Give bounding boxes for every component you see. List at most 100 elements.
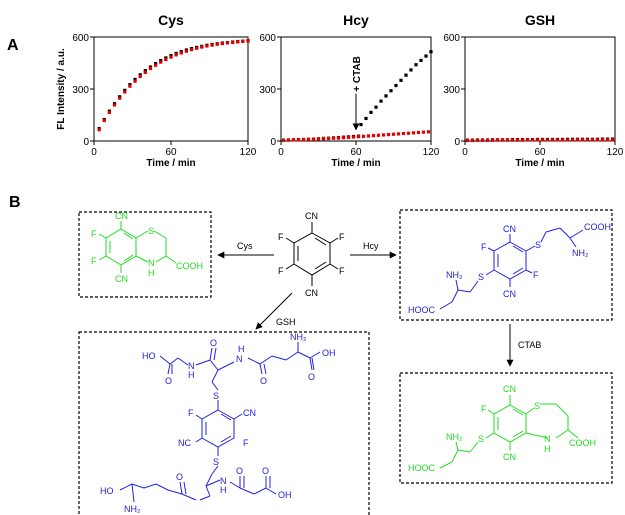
hcy-adduct-cooh: COOH: [584, 222, 611, 232]
x-tick-label: 120: [240, 147, 257, 158]
data-point: [470, 138, 475, 143]
center-cn-bottom: CN: [305, 288, 318, 298]
data-point: [296, 138, 301, 142]
hcy-product-f: F: [481, 404, 487, 414]
data-point: [414, 63, 418, 67]
ctab-arrow-label: CTAB: [518, 340, 541, 350]
data-point: [426, 130, 431, 134]
data-point: [525, 138, 530, 142]
cys-product-s: S: [148, 226, 154, 236]
data-point: [510, 138, 515, 142]
data-point: [580, 138, 585, 142]
hcy-product-s-2: S: [478, 434, 484, 444]
gsh-adduct-h-3: H: [220, 485, 227, 495]
center-f-4: F: [278, 266, 284, 276]
series-2: [465, 138, 615, 143]
gsh-adduct-f-1: F: [188, 408, 194, 418]
gsh-adduct-nh2-2: NH₂: [124, 504, 141, 514]
data-point: [200, 45, 204, 49]
data-point: [399, 78, 403, 82]
center-f-3: F: [278, 232, 284, 242]
gsh-adduct-o-3: O: [260, 376, 267, 386]
hcy-product-n: N: [544, 434, 551, 444]
data-point: [369, 110, 373, 114]
data-point: [379, 99, 383, 103]
data-point: [189, 48, 194, 52]
data-point: [361, 134, 366, 138]
data-point: [138, 74, 142, 79]
gsh-adduct-o-4: O: [308, 372, 315, 382]
x-tick-label: 0: [91, 147, 97, 158]
data-point: [215, 42, 219, 46]
data-point: [346, 135, 351, 139]
gsh-adduct-nh2-1: NH₂: [290, 332, 307, 342]
data-point: [409, 68, 413, 72]
data-point: [133, 77, 137, 82]
data-point: [286, 138, 291, 142]
data-point: [311, 137, 316, 141]
y-tick-label: 0: [270, 137, 276, 148]
data-point: [231, 40, 235, 44]
cys-product-f-1: F: [91, 229, 97, 239]
y-tick-label: 600: [72, 33, 89, 44]
x-tick-label: 60: [534, 147, 546, 158]
data-point: [421, 130, 426, 134]
gsh-adduct-o-2: O: [210, 338, 217, 348]
y-tick-label: 600: [443, 33, 460, 44]
data-point: [371, 134, 376, 138]
hcy-adduct-nh2-1: NH₂: [572, 248, 589, 258]
hcy-adduct-cn-top: CN: [503, 224, 516, 234]
data-point: [205, 44, 209, 48]
hcy-product-hooc: HOOC: [408, 463, 436, 473]
data-point: [585, 138, 590, 142]
gsh-adduct-s-1: S: [213, 391, 219, 401]
gsh-adduct-n-2: N: [236, 354, 243, 364]
cys-product-cn-top: CN: [115, 211, 128, 221]
gsh-adduct-f-2: F: [243, 438, 249, 448]
x-axis-label: Time / min: [515, 158, 564, 169]
data-point: [112, 103, 117, 107]
hcy-adduct-box: [399, 209, 613, 321]
data-point: [184, 49, 188, 53]
gsh-adduct-oh-1: OH: [322, 348, 336, 358]
data-point: [374, 105, 378, 109]
data-point: [336, 136, 341, 140]
y-axis-label: FL Intensity / a.u.: [56, 48, 67, 130]
hcy-adduct-hooc: HOOC: [408, 305, 436, 315]
y-tick-label: 0: [454, 137, 460, 148]
chart-title: Hcy: [343, 12, 369, 28]
data-point: [565, 138, 570, 142]
data-point: [475, 138, 480, 142]
hcy-product-box: [399, 372, 613, 484]
gsh-adduct-o-1: O: [165, 376, 172, 386]
center-f-1: F: [339, 232, 345, 242]
data-point: [384, 94, 388, 98]
gsh-adduct-h-2: H: [238, 344, 245, 354]
data-point: [590, 138, 595, 142]
data-point: [359, 122, 363, 127]
data-point: [291, 138, 296, 142]
gsh-adduct-h-1: H: [188, 370, 195, 380]
data-point: [465, 138, 470, 143]
x-tick-label: 120: [607, 147, 624, 158]
data-point: [401, 131, 406, 136]
data-point: [424, 54, 428, 58]
x-tick-label: 0: [462, 147, 468, 158]
data-point: [326, 136, 331, 141]
gsh-adduct-structure: [119, 342, 321, 503]
data-point: [406, 131, 411, 135]
data-point: [236, 40, 240, 44]
data-point: [515, 138, 520, 142]
gsh-adduct-n-1: N: [188, 361, 195, 371]
data-point: [356, 135, 361, 139]
cys-arrow-label: Cys: [237, 241, 253, 251]
data-point: [555, 138, 560, 142]
hcy-product-s-1: S: [534, 401, 540, 411]
hcy-adduct-f-1: F: [481, 242, 487, 252]
gsh-adduct-ho-1: HO: [142, 351, 156, 361]
data-point: [154, 61, 158, 66]
x-tick-label: 60: [350, 147, 362, 158]
